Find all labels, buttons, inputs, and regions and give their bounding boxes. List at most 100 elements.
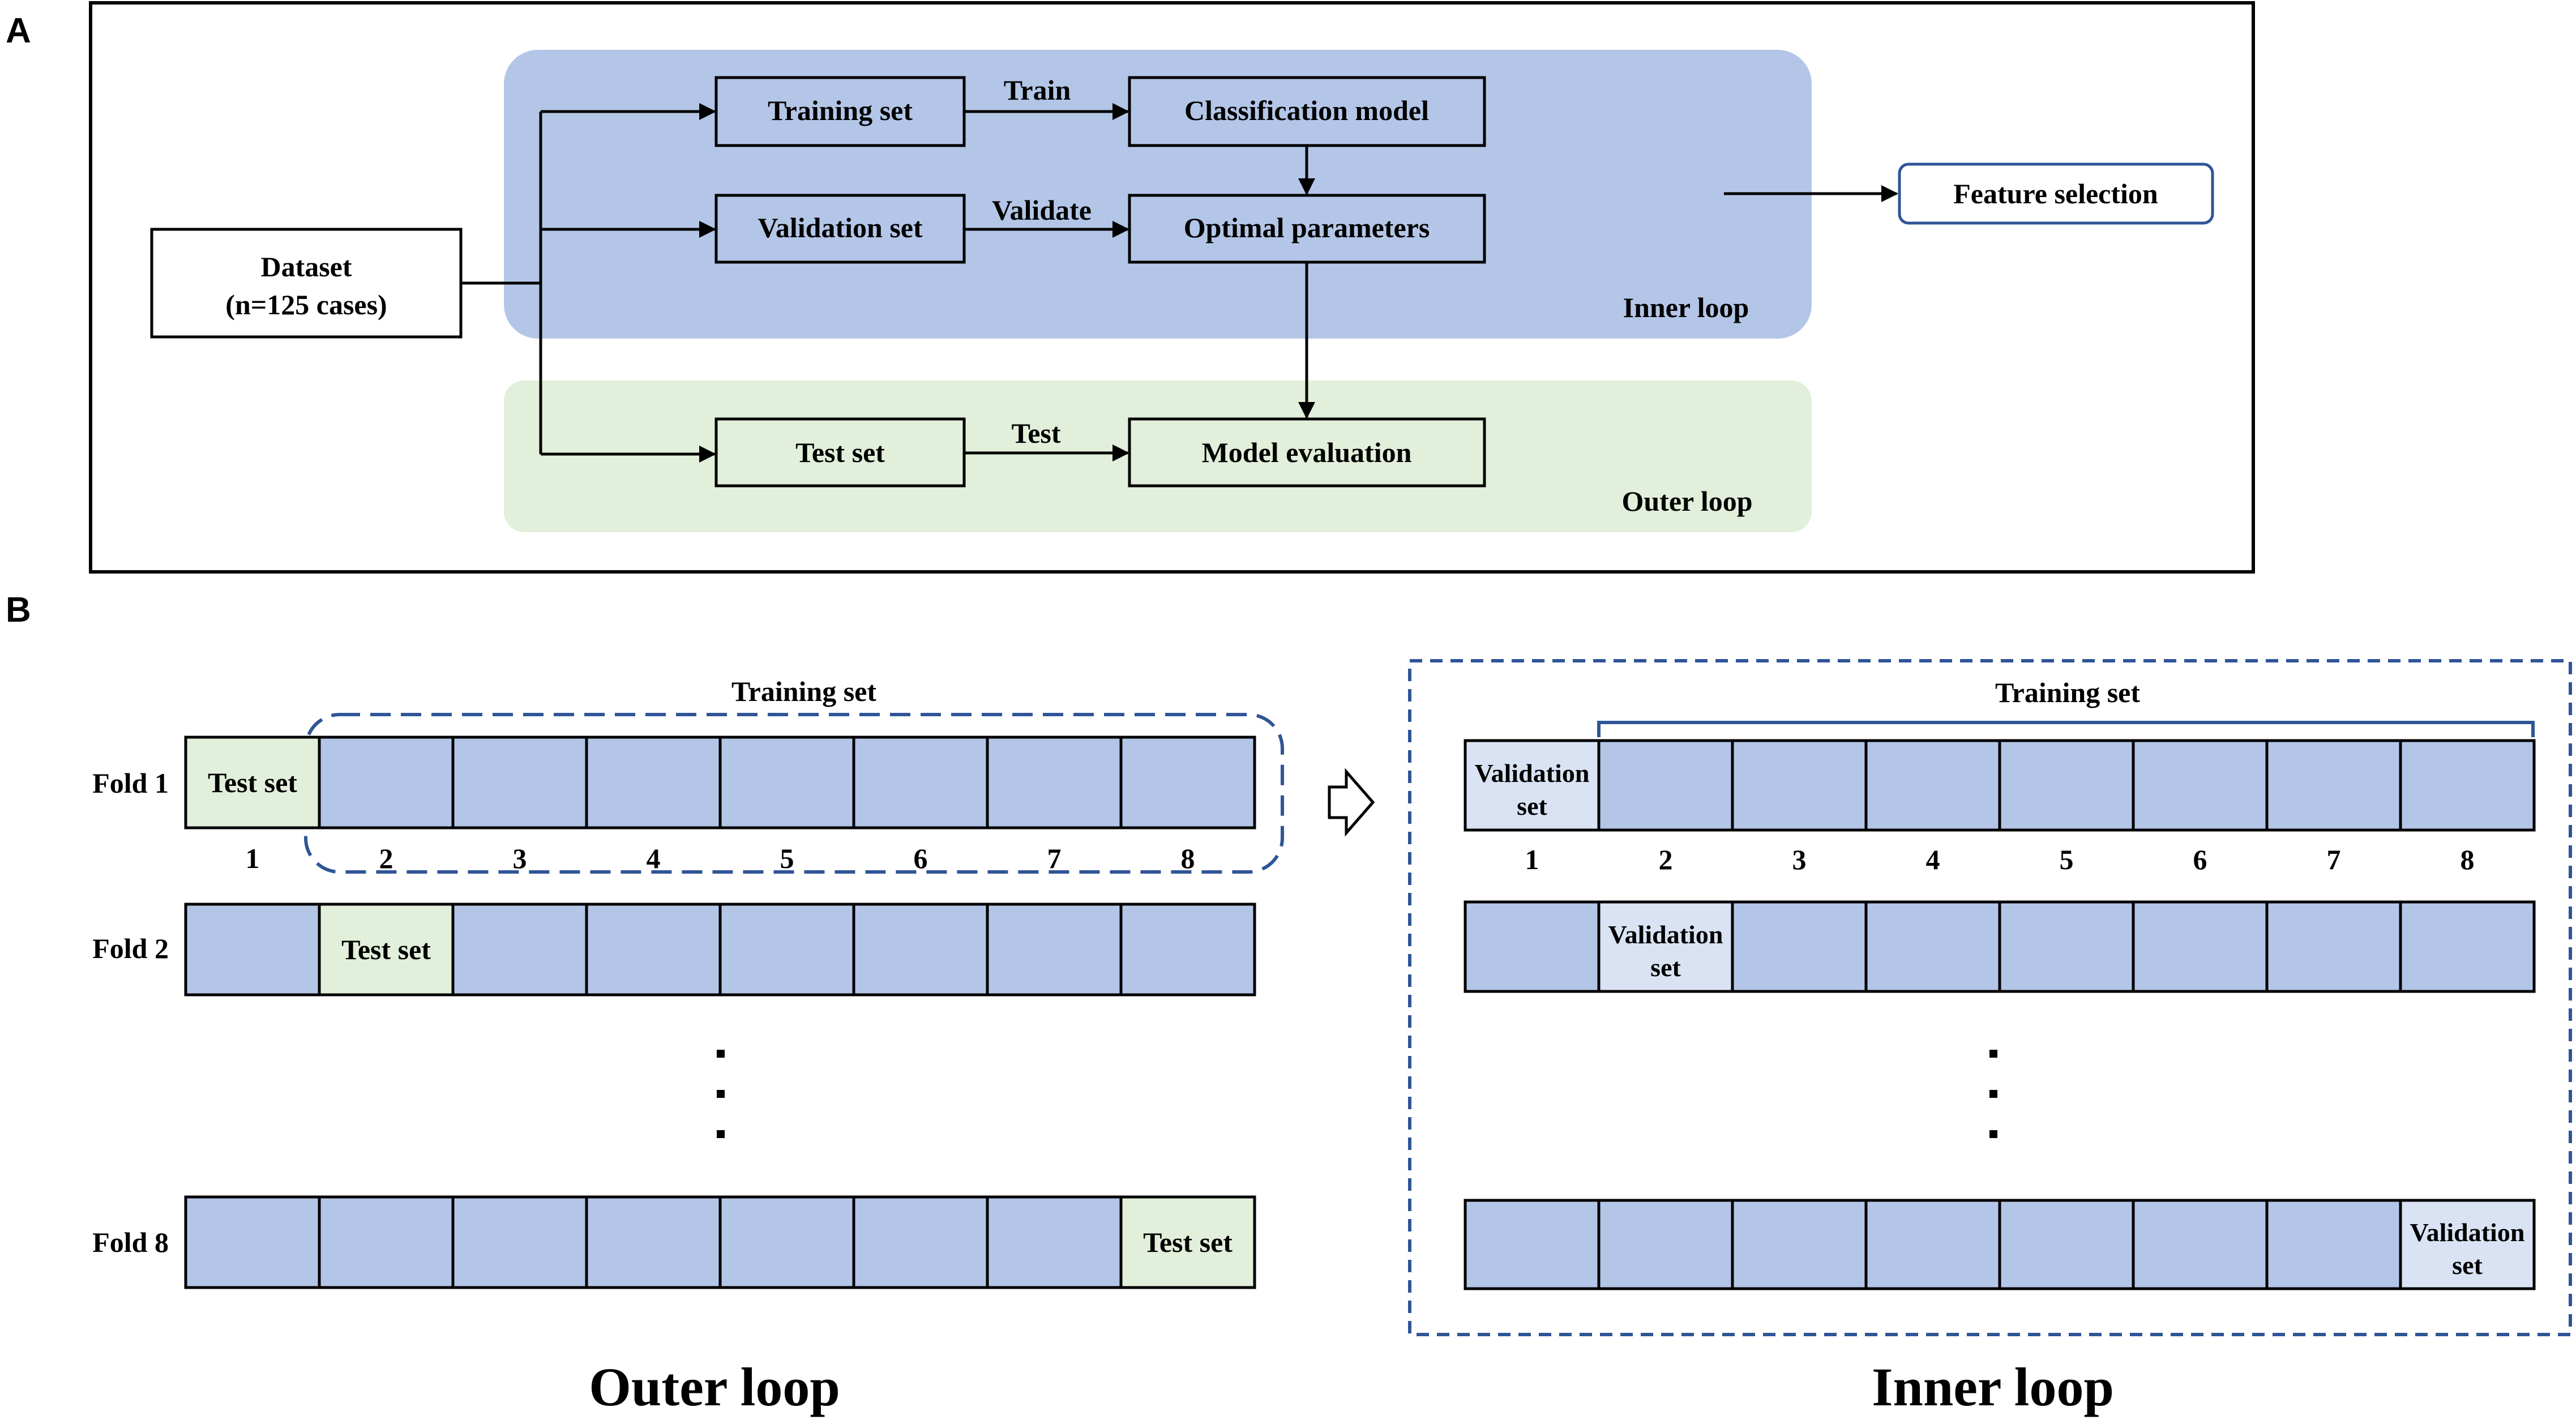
inner-row2-cell-6 [2132,900,2269,993]
fold8-label: Fold 8 [92,1226,169,1258]
inner-training-set-title: Training set [1995,677,2140,708]
outer-fold1-cell-6 [852,735,989,829]
outer-fold8-cell-5 [718,1195,855,1289]
panel-a-frame [89,1,2255,574]
train-arrow-label: Train [1004,74,1071,106]
outer-fold-number-5: 5 [780,843,794,874]
fold2-label: Fold 2 [92,933,169,964]
training-set-label: Training set [768,95,913,126]
inner-row1-cell-3 [1731,739,1868,832]
outer-fold8-cell-6 [852,1195,989,1289]
feature-selection-label: Feature selection [1953,178,2158,209]
model-evaluation-box [1128,417,1486,488]
outer-fold2-cell-2 [318,903,455,997]
outer-fold-number-2: 2 [379,843,393,874]
outer-fold8-test-set-label: Test set [1143,1226,1233,1258]
inner-training-bracket [1597,721,2535,737]
test-arrow-label: Test [1011,417,1060,449]
step-arrows [964,103,1898,461]
inner-row2-cell-8 [2399,900,2536,993]
outer-fold2-test-set-label: Test set [341,934,431,965]
outer-fold8-row: Test set [184,1195,1256,1289]
dataset-box [150,228,463,339]
inner-row8-cell-6 [2132,1199,2269,1290]
outer-fold2-row: Test set [184,903,1256,997]
inner-row2-cell-4 [1864,900,2001,993]
inner-row8-cell-4 [1864,1199,2001,1290]
outer-fold8-cell-3 [451,1195,588,1289]
outer-fold1-row: Test set [184,735,1256,829]
outer-fold2-cell-6 [852,903,989,997]
outer-fold-number-6: 6 [914,843,928,874]
outer-loop-caption: Outer loop [589,1357,840,1417]
outer-to-inner-arrow-icon [1328,768,1375,837]
inner-row2-validation-set-label: set [1650,953,1681,982]
optimal-parameters-box [1128,194,1486,264]
outer-fold-number-7: 7 [1047,843,1062,874]
inner-fold-number-6: 6 [2193,844,2207,875]
dataset-connectors [461,103,716,463]
fold1-label: Fold 1 [92,767,169,799]
inner-row8-cell-5 [1998,1199,2135,1290]
classification-model-box [1128,76,1486,147]
inner-row1-cell-2 [1597,739,1734,832]
outer-fold-number-4: 4 [647,843,661,874]
inner-row1-validation-label: Validation [1475,759,1590,788]
inner-fold-number-1: 1 [1525,844,1539,875]
inner-row1-cell-7 [2265,739,2402,832]
panel-a-label: A [6,11,31,50]
inner-row8-validation-label: Validation [2410,1218,2525,1247]
outer-fold1-cell-7 [986,735,1123,829]
inner-row8-validation-set-label: set [2452,1251,2483,1280]
inner-fold-number-3: 3 [1792,844,1807,875]
inner-fold-number-5: 5 [2060,844,2074,875]
inner-row1-cell-1 [1464,739,1601,832]
inner-row1: Validation set [1464,739,2536,832]
inner-loop-dashed-frame [1408,659,2572,1336]
outer-fold2-cell-5 [718,903,855,997]
outer-fold8-cell-2 [318,1195,455,1289]
inner-row8-cell-8 [2399,1199,2536,1290]
inner-row8-cell-1 [1464,1199,1601,1290]
inner-loop-caption: Inner loop [1872,1357,2114,1417]
inner-row8-cell-2 [1597,1199,1734,1290]
outer-fold2-cell-1 [184,903,321,997]
inner-row1-cell-6 [2132,739,2269,832]
inner-ellipsis [1989,1050,1997,1138]
optimal-parameters-label: Optimal parameters [1184,212,1430,243]
inner-loop-label: Inner loop [1623,292,1749,323]
outer-fold2-cell-7 [986,903,1123,997]
outer-fold8-cell-4 [585,1195,722,1289]
inner-fold-number-8: 8 [2461,844,2475,875]
dataset-count: (n=125 cases) [225,289,387,320]
outer-fold8-cell-8 [1119,1195,1256,1289]
panel-b-label: B [6,591,31,630]
inner-row8: Validation set [1464,1199,2536,1290]
outer-fold1-test-set-label: Test set [208,767,297,798]
inner-row8-cell-7 [2265,1199,2402,1290]
outer-fold8-cell-1 [184,1195,321,1289]
inner-row1-cell-8 [2399,739,2536,832]
inner-row1-validation-set-label: set [1517,792,1547,820]
outer-fold1-cell-8 [1119,735,1256,829]
inner-row2-cell-1 [1464,900,1601,993]
outer-fold2-cell-8 [1119,903,1256,997]
outer-fold8-cell-7 [986,1195,1123,1289]
model-evaluation-label: Model evaluation [1202,437,1412,468]
outer-fold1-cell-4 [585,735,722,829]
outer-fold2-cell-3 [451,903,588,997]
training-set-box [714,76,966,147]
outer-fold1-cell-2 [318,735,455,829]
inner-row2-cell-5 [1998,900,2135,993]
outer-loop-label: Outer loop [1621,485,1752,517]
inner-row1-cell-5 [1998,739,2135,832]
outer-fold1-cell-1 [184,735,321,829]
outer-fold-number-1: 1 [246,843,260,874]
dataset-label: Dataset [260,251,352,283]
inner-row8-cell-3 [1731,1199,1868,1290]
outer-ellipsis [717,1050,725,1138]
outer-fold1-cell-3 [451,735,588,829]
outer-fold1-cell-5 [718,735,855,829]
